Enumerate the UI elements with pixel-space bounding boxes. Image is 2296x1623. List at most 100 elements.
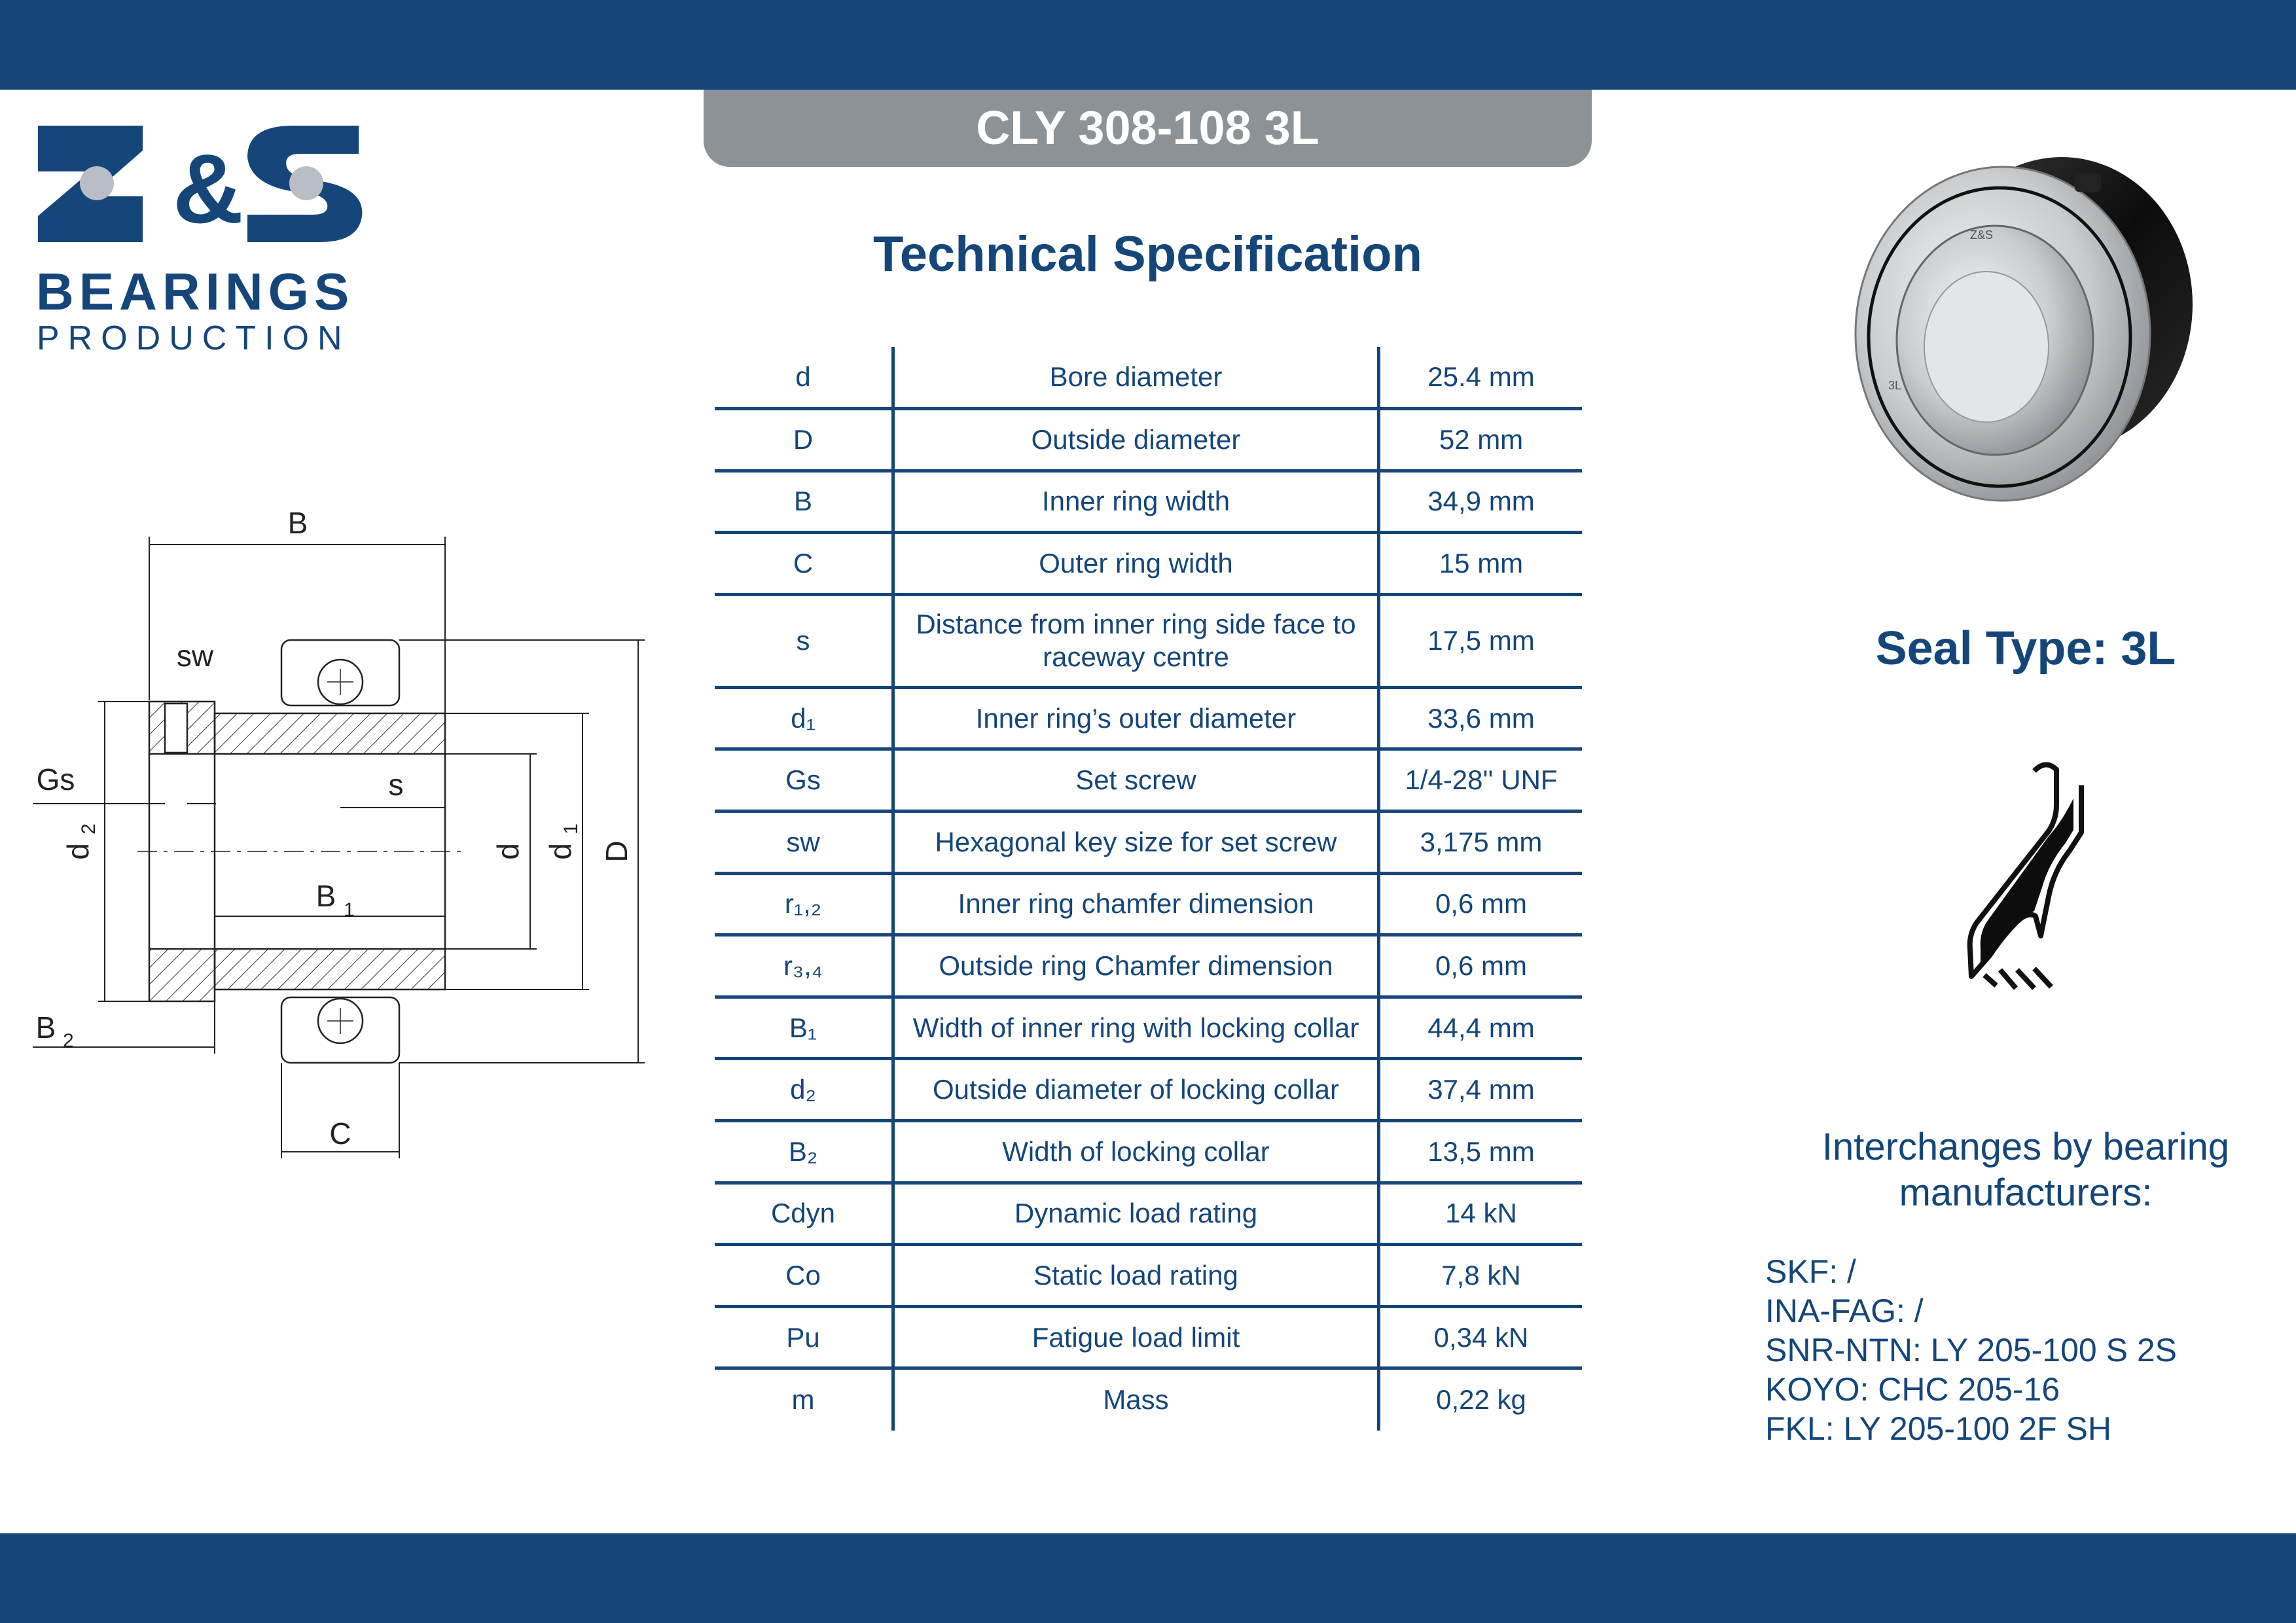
dim-label-sw: sw (177, 639, 214, 673)
spec-value: 17,5 mm (1378, 594, 1582, 689)
interchange-item: KOYO: CHC 205-16 (1765, 1371, 2060, 1408)
spec-value: 3,175 mm (1378, 811, 1582, 875)
spec-value: 15 mm (1378, 532, 1582, 596)
spec-description: Outside diameter of locking collar (893, 1058, 1380, 1123)
spec-value: 13,5 mm (1378, 1120, 1582, 1185)
spec-description: Outside ring Chamfer dimension (893, 935, 1380, 999)
seal-groove (1867, 186, 2132, 488)
photo-code-mark: 3L (1888, 379, 1901, 392)
inner-ring-face (1924, 271, 2049, 423)
interchanges-list: SKF: / INA-FAG: / SNR-NTN: LY 205-100 S … (1765, 1252, 2177, 1448)
dim-label-d1: d (543, 843, 577, 860)
dim-label-B: B (288, 506, 308, 540)
dim-label-d: d (491, 843, 525, 860)
spec-symbol: r₁,₂ (715, 873, 895, 937)
interchange-item: SKF: / (1765, 1253, 1856, 1290)
dim-label-B1-sub: 1 (344, 899, 355, 921)
spec-value: 14 kN (1378, 1183, 1582, 1247)
logo-production-text: PRODUCTION (37, 319, 351, 357)
spec-symbol: Pu (715, 1306, 895, 1370)
spec-value: 0,22 kg (1436, 1384, 1526, 1416)
spec-value: 7,8 kN (1378, 1244, 1582, 1308)
collar-bottom-section (148, 948, 216, 1003)
photo-brand-mark: Z&S (1970, 228, 1993, 241)
spec-symbol: C (715, 532, 895, 596)
spec-value: 34,9 mm (1378, 471, 1582, 535)
spec-description: Static load rating (893, 1244, 1380, 1308)
bearing-photo: Z&S 3L (1854, 157, 2193, 502)
spec-symbol: sw (715, 811, 895, 875)
logo-ampersand: & (173, 134, 243, 243)
top-band (0, 0, 2296, 90)
spec-symbol: r₃,₄ (715, 935, 895, 999)
dim-label-C: C (329, 1116, 351, 1150)
spec-description: Hexagonal key size for set screw (893, 811, 1380, 875)
spec-value: 25.4 mm (1378, 347, 1582, 411)
spec-description: Inner ring width (893, 471, 1380, 535)
dim-label-s: s (389, 768, 404, 802)
dim-label-B2: B (36, 1010, 56, 1044)
cross-section-drawing: B sw Gs s d2 d d1 D B 1 C B 2 (33, 506, 645, 1158)
dim-label-d1-sub: 1 (560, 823, 582, 834)
inner-ring-bottom-section (213, 948, 446, 991)
spec-value: 0,34 kN (1378, 1306, 1582, 1370)
spec-description: Inner ring chamfer dimension (893, 873, 1380, 937)
spec-value: 1/4-28'' UNF (1378, 749, 1582, 813)
spec-description: Outer ring width (893, 532, 1380, 596)
interchanges-title: Interchanges by bearing manufacturers: (1821, 1126, 2230, 1214)
set-screw (164, 702, 188, 754)
section-title: Technical Specification (872, 226, 1423, 282)
spec-value: 52 mm (1378, 408, 1582, 473)
spec-symbol: B₁ (715, 997, 895, 1061)
bottom-band (0, 1533, 2296, 1623)
seal-fill (1980, 798, 2073, 966)
spec-description: Dynamic load rating (893, 1183, 1380, 1247)
seal-profile-icon (1967, 762, 2084, 990)
inner-ring-top-section (213, 712, 446, 755)
spec-symbol: d₁ (715, 687, 895, 751)
logo-bearings-text: BEARINGS (36, 262, 355, 321)
spec-description: Mass (893, 1368, 1380, 1431)
spec-description: Fatigue load limit (893, 1306, 1380, 1370)
seal-teeth (1982, 967, 2053, 990)
spec-symbol: Gs (715, 749, 895, 813)
spec-symbol: s (715, 594, 895, 689)
product-title-tab: CLY 308-108 3L (704, 90, 1592, 167)
seal-lip-outline (1967, 762, 2084, 979)
logo-ball-left (80, 166, 114, 200)
spec-description: Outside diameter (893, 408, 1380, 473)
spec-value: 33,6 mm (1378, 687, 1582, 751)
spec-description: Bore diameter (893, 347, 1380, 411)
spec-symbol: Co (715, 1244, 895, 1308)
spec-description: Distance from inner ring side face to ra… (893, 594, 1380, 689)
spec-symbol: Cdyn (715, 1183, 895, 1247)
spec-description: Width of inner ring with locking collar (893, 997, 1380, 1061)
spec-value: 0,6 mm (1378, 935, 1582, 999)
set-screw-hole (2075, 173, 2101, 192)
spec-symbol: D (715, 408, 895, 473)
interchange-item: FKL: LY 205-100 2F SH (1765, 1410, 2112, 1447)
spec-symbol: B (715, 471, 895, 535)
spec-description: Inner ring’s outer diameter (893, 687, 1380, 751)
spec-symbol: d₂ (715, 1058, 895, 1123)
interchange-item: INA-FAG: / (1765, 1293, 1924, 1329)
interchange-item: SNR-NTN: LY 205-100 S 2S (1765, 1332, 2177, 1368)
spec-value: 0,6 mm (1378, 873, 1582, 937)
